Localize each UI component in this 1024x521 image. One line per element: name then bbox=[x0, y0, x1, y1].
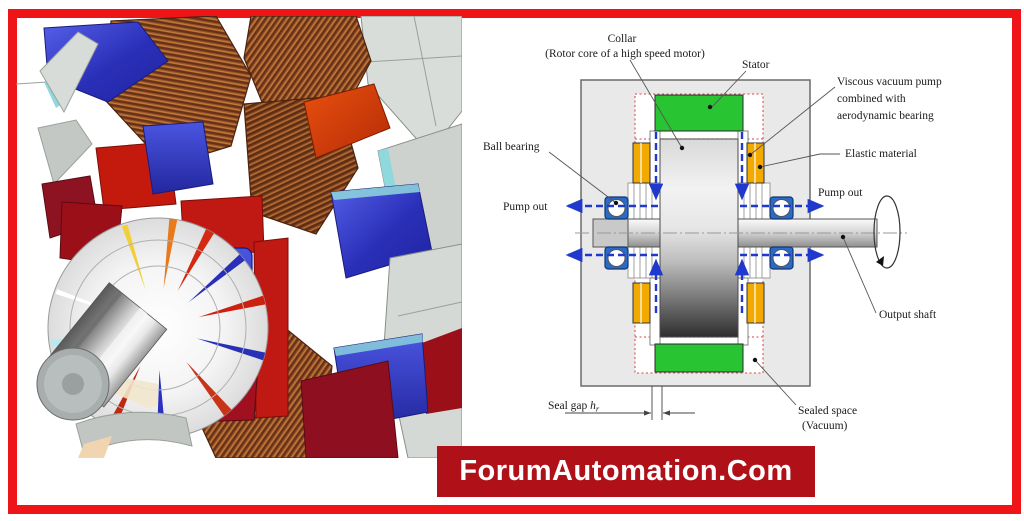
stator-block-top bbox=[654, 94, 744, 132]
pump-flow-arrows bbox=[565, 132, 825, 313]
label-viscous-2: combined with bbox=[837, 93, 906, 105]
label-seal-gap: Seal gap hr bbox=[548, 400, 600, 414]
vacuum-pump-motor-diagram: Collar (Rotor core of a high speed motor… bbox=[483, 33, 942, 432]
ball-bearings bbox=[604, 196, 794, 270]
rotor-collar bbox=[659, 138, 739, 338]
stator-segment-gray-topleft bbox=[39, 31, 99, 114]
label-sealed-space: Sealed space bbox=[798, 405, 857, 417]
label-pump-out-left: Pump out bbox=[503, 201, 548, 213]
label-viscous-3: aerodynamic bearing bbox=[837, 110, 934, 122]
stator-block-bottom bbox=[654, 343, 744, 373]
site-banner-text: ForumAutomation.Com bbox=[459, 455, 793, 487]
label-pump-out-right: Pump out bbox=[818, 187, 863, 199]
shaft-main-cylinder bbox=[36, 282, 168, 421]
motor-3d-render bbox=[16, 16, 462, 458]
site-banner: ForumAutomation.Com bbox=[437, 446, 815, 497]
stator-segment-gray-left bbox=[37, 119, 93, 185]
leader-lines bbox=[548, 59, 877, 406]
rotation-arrow bbox=[873, 195, 901, 269]
label-elastic: Elastic material bbox=[845, 148, 917, 160]
magnet-red-bottom bbox=[300, 360, 399, 458]
magnet-blue-hub-top bbox=[142, 121, 214, 195]
label-collar: Collar bbox=[608, 33, 637, 45]
label-viscous-1: Viscous vacuum pump bbox=[837, 76, 942, 88]
label-output-shaft: Output shaft bbox=[879, 309, 937, 321]
label-sealed-vacuum: (Vacuum) bbox=[802, 420, 848, 432]
elastic-material-blocks bbox=[632, 142, 765, 324]
magnet-orange-right bbox=[303, 83, 391, 159]
leader-dots bbox=[613, 104, 846, 363]
label-ball-bearing: Ball bearing bbox=[483, 141, 540, 153]
seal-gap-dimension bbox=[565, 386, 695, 420]
end-winding-beige bbox=[78, 436, 112, 458]
label-collar-sub: (Rotor core of a high speed motor) bbox=[545, 48, 705, 60]
label-stator: Stator bbox=[742, 59, 770, 71]
red-frame-border bbox=[8, 9, 1021, 514]
